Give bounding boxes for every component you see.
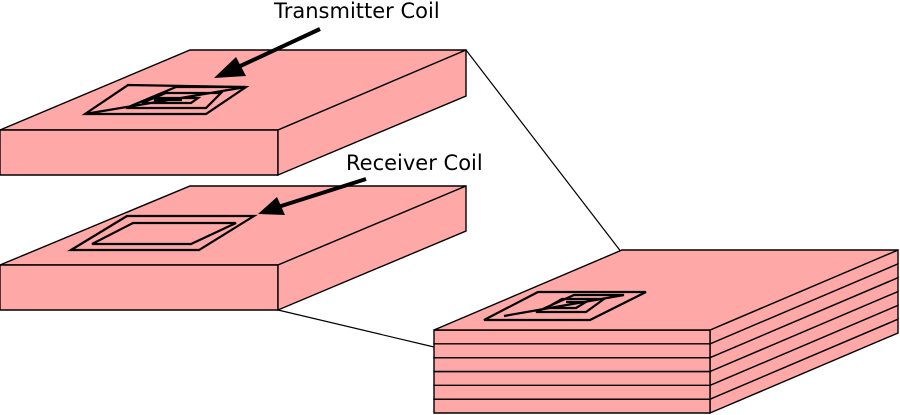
receiver-coil-label: Receiver Coil bbox=[346, 151, 483, 175]
stack-layer-front bbox=[433, 370, 711, 387]
connector-line-bottom bbox=[277, 309, 435, 348]
stack-layer-front bbox=[433, 398, 711, 414]
layer-stack bbox=[433, 248, 899, 415]
stack-spiral-coil bbox=[483, 290, 647, 322]
stack-layer-front bbox=[433, 329, 711, 345]
transmitter-spiral-coil bbox=[81, 83, 250, 116]
stack-top-face bbox=[433, 249, 899, 331]
stack-layer-front bbox=[433, 356, 711, 373]
receiver-loop-coil bbox=[67, 214, 258, 252]
transmitter-slab-front bbox=[0, 129, 279, 176]
transmitter-coil-label: Transmitter Coil bbox=[273, 0, 440, 23]
receiver-slab-side bbox=[277, 184, 467, 312]
transmitter-arrow bbox=[214, 27, 321, 78]
receiver-slab bbox=[0, 184, 467, 312]
stack-layer-front bbox=[433, 343, 711, 359]
receiver-arrow bbox=[258, 177, 367, 215]
connector-line-top bbox=[465, 49, 623, 254]
receiver-slab-front bbox=[0, 264, 279, 311]
stack-layer-front bbox=[433, 384, 711, 400]
transmitter-slab-side bbox=[277, 48, 467, 177]
